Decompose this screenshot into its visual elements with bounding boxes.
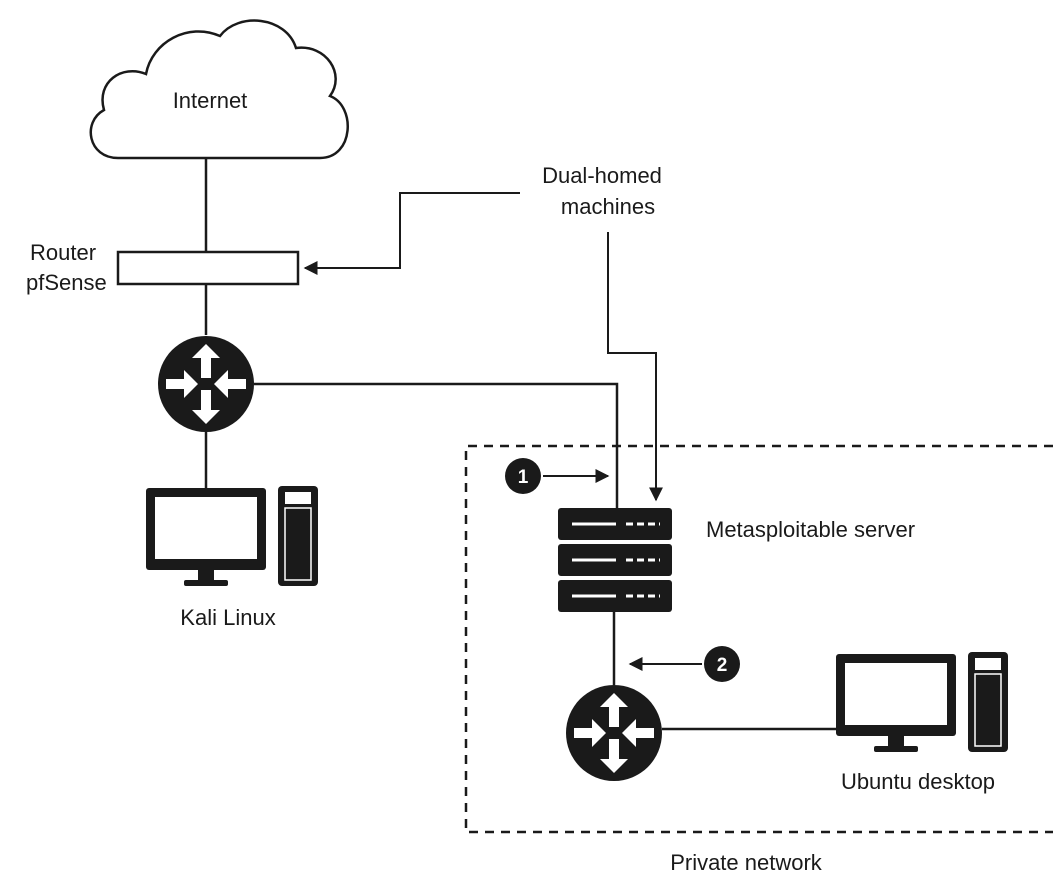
link-switch-metasploitable — [254, 382, 619, 508]
ubuntu-desktop-label: Ubuntu desktop — [841, 769, 995, 794]
kali-desktop-icon — [145, 485, 319, 587]
marker-2-badge: 2 — [704, 646, 740, 682]
marker-2-number: 2 — [717, 655, 728, 676]
cloud-icon — [89, 19, 349, 160]
kali-linux-label: Kali Linux — [180, 605, 275, 630]
pfsense-router-box — [116, 250, 300, 286]
ubuntu-desktop-icon — [835, 651, 1009, 753]
dual-homed-arrow-router — [303, 192, 520, 275]
private-network-boundary — [464, 444, 1053, 834]
metasploitable-label: Metasploitable server — [706, 517, 915, 542]
router-switch-icon — [158, 336, 254, 432]
router-label-line2: pfSense — [26, 270, 107, 295]
server-rack-icon — [558, 508, 672, 612]
router-switch-2-icon — [566, 685, 662, 781]
dual-homed-label-line2: machines — [561, 194, 655, 219]
marker-1-number: 1 — [518, 467, 529, 488]
internet-label: Internet — [173, 88, 248, 113]
private-network-label: Private network — [670, 850, 823, 875]
router-label-line1: Router — [30, 240, 96, 265]
dual-homed-arrow-server — [607, 232, 663, 502]
marker-1-badge: 1 — [505, 458, 541, 494]
dual-homed-label-line1: Dual-homed — [542, 163, 662, 188]
